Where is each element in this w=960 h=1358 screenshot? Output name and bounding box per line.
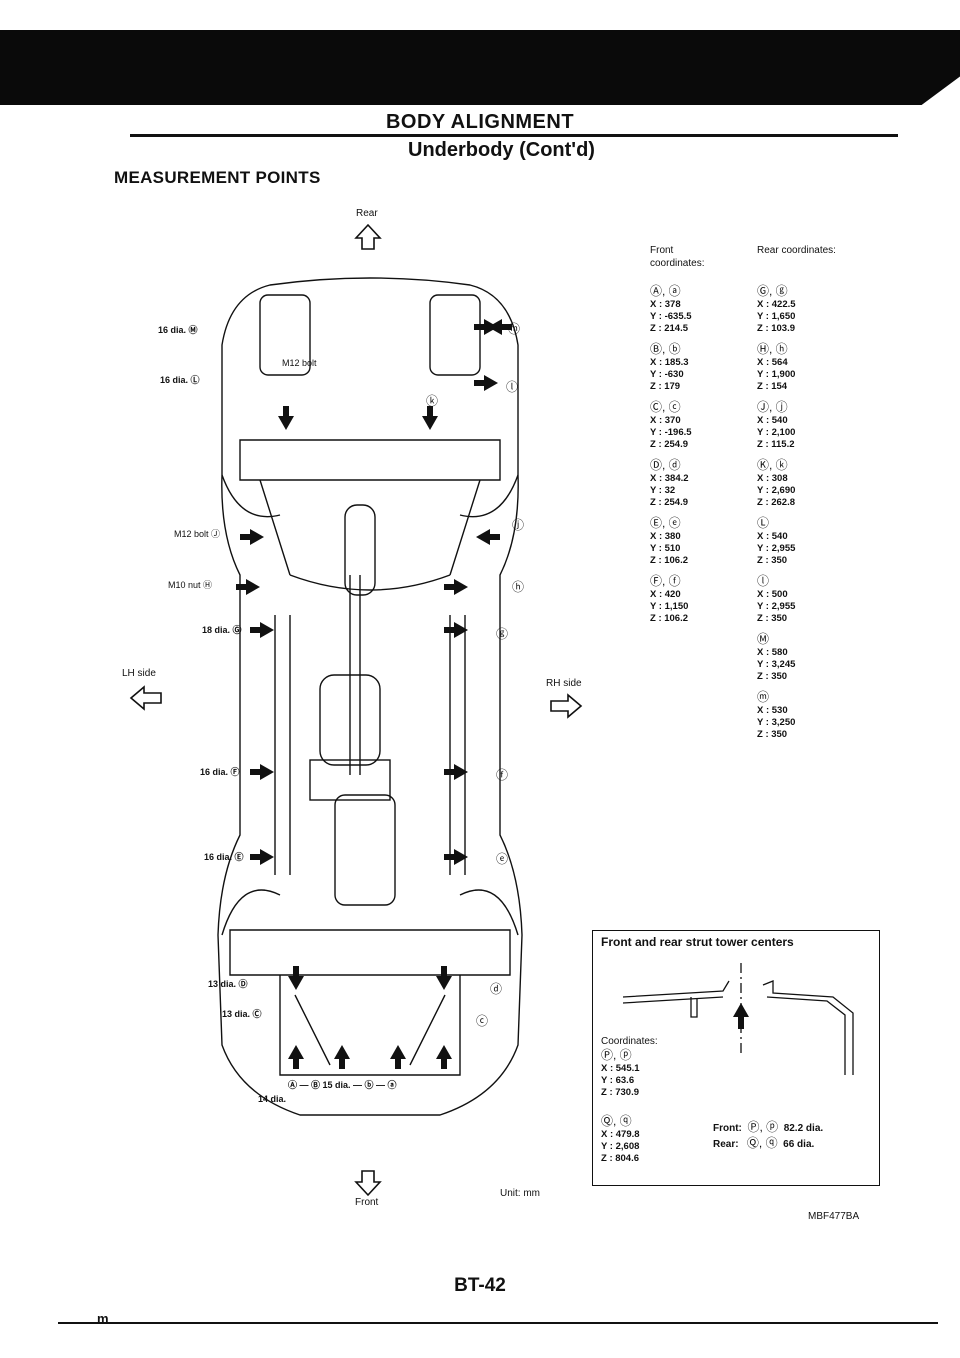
rear-coord-heading: Rear coordinates: — [757, 245, 836, 256]
point-e: ⓔ — [496, 852, 509, 866]
footer-mark: m — [97, 1311, 109, 1326]
point-k: ⓚ — [426, 394, 439, 408]
lh-side-label: LH side — [122, 668, 156, 679]
point-l: ⓛ — [506, 380, 519, 394]
callout-g: 18 dia. Ⓖ — [202, 625, 242, 635]
point-d: ⓓ — [490, 982, 503, 996]
point-f: ⓕ — [496, 768, 509, 782]
figure-code: MBF477BA — [808, 1211, 860, 1222]
bottom-rule — [58, 1322, 938, 1324]
strut-rear-dia: Rear: Ⓠ, ⓠ 66 dia. — [713, 1136, 815, 1150]
strut-tower-sketch — [622, 963, 854, 1075]
unit-label: Unit: mm — [500, 1188, 540, 1199]
callout-h: M10 nut Ⓗ — [168, 580, 213, 590]
callout-l: 16 dia. Ⓛ — [160, 375, 200, 385]
strut-front-dia: Front: Ⓟ, ⓟ 82.2 dia. — [713, 1120, 824, 1134]
title-rule — [130, 134, 898, 137]
front-label: Front — [355, 1197, 379, 1208]
right-arrow-icon — [550, 693, 583, 719]
point-g: ⓖ — [496, 627, 509, 641]
header-bar — [0, 30, 960, 105]
rear-label: Rear — [356, 208, 378, 219]
callout-d: 13 dia. Ⓓ — [208, 979, 248, 989]
page-title: BODY ALIGNMENT — [385, 111, 575, 133]
callout-k-bolt: M12 bolt — [282, 358, 317, 368]
underbody-diagram — [217, 277, 523, 1116]
strut-coord-heading: Coordinates: — [601, 1036, 658, 1047]
strut-title: Front and rear strut tower centers — [601, 935, 794, 949]
callout-c: 13 dia. Ⓒ — [222, 1009, 262, 1019]
strut-tower-box: Front and rear strut tower centers Coord… — [592, 930, 880, 1186]
front-arrow-icon — [354, 1170, 382, 1197]
point-j: ⓙ — [512, 518, 525, 532]
rh-side-label: RH side — [546, 678, 582, 689]
section-heading: MEASUREMENT POINTS — [114, 168, 321, 187]
front-coord-heading: Front coordinates: — [650, 245, 705, 269]
point-c: ⓒ — [476, 1014, 489, 1028]
page-subtitle: Underbody (Cont'd) — [408, 139, 595, 161]
callout-b: Ⓐ — Ⓑ 15 dia. — ⓑ — ⓐ — [288, 1080, 397, 1090]
rear-arrow-icon — [354, 223, 382, 250]
callout-a: 14 dia. — [258, 1094, 287, 1104]
callout-j: M12 bolt Ⓙ — [174, 529, 221, 539]
left-arrow-icon — [129, 685, 162, 711]
callout-f: 16 dia. Ⓕ — [200, 767, 240, 777]
callout-m: 16 dia. Ⓜ — [158, 325, 198, 335]
point-h: ⓗ — [512, 580, 525, 594]
callout-e: 16 dia. Ⓔ — [204, 852, 244, 862]
page-number: BT-42 — [454, 1275, 506, 1296]
point-m: ⓜ — [508, 322, 521, 336]
